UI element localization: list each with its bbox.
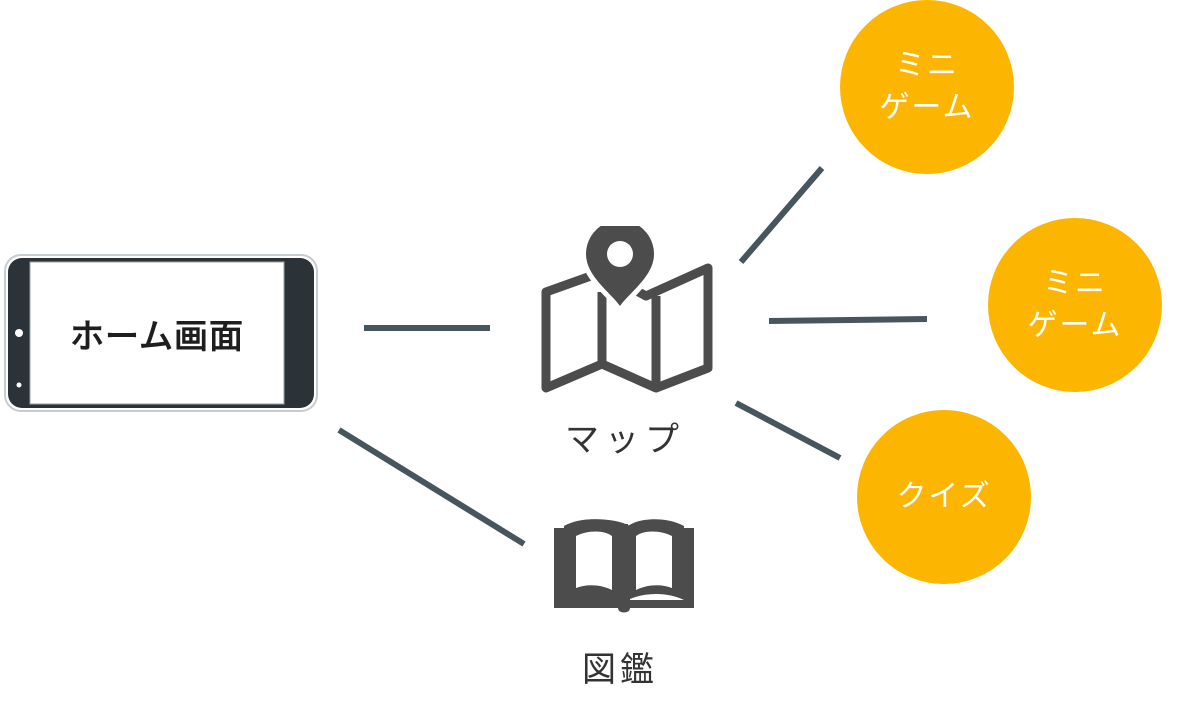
minigame-node-2-line2: ゲーム	[1027, 308, 1123, 343]
quiz-node: クイズ	[857, 410, 1031, 584]
encyclopedia-label: 図鑑	[582, 650, 658, 690]
minigame-node-2: ミニ ゲーム	[988, 218, 1162, 392]
minigame-node-1-line1: ミニ	[895, 48, 959, 83]
smartphone-icon	[4, 254, 318, 412]
quiz-node-label: クイズ	[896, 479, 992, 514]
open-book-icon	[554, 519, 694, 613]
home-screen-label: ホーム画面	[70, 316, 244, 357]
minigame-node-2-line1: ミニ	[1043, 266, 1107, 301]
map-label: マップ	[565, 420, 685, 460]
map-pin-icon	[541, 226, 713, 393]
connector-home-encyclopedia	[337, 427, 526, 547]
minigame-node-1-line2: ゲーム	[879, 90, 975, 125]
connector-map-quiz	[734, 400, 842, 461]
connector-map-minigame-1	[738, 166, 825, 264]
minigame-node-1: ミニ ゲーム	[840, 0, 1014, 174]
connector-map-minigame-2	[768, 316, 928, 324]
